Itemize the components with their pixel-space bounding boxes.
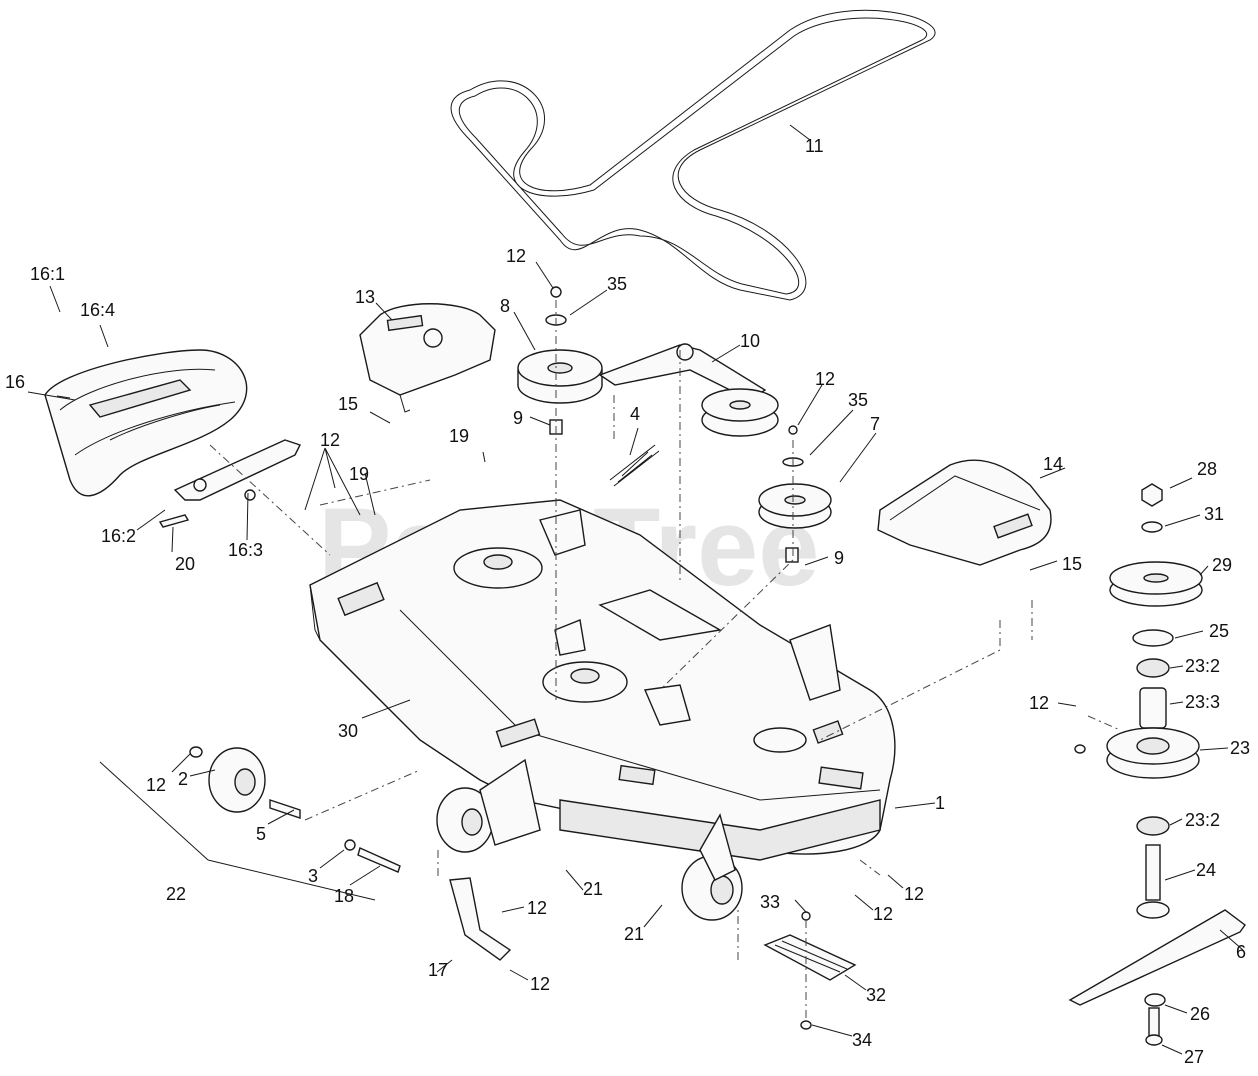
callout-label-32: 32 bbox=[866, 985, 886, 1005]
callout-label-28: 28 bbox=[1197, 459, 1217, 479]
callout-label-8: 8 bbox=[500, 296, 510, 316]
callout-label-16-2: 16:2 bbox=[101, 526, 136, 546]
callout-label-29: 29 bbox=[1212, 555, 1232, 575]
callout-label-35b: 35 bbox=[848, 390, 868, 410]
callout-label-12c: 12 bbox=[320, 430, 340, 450]
callout-label-12e: 12 bbox=[146, 775, 166, 795]
callout-label-2: 2 bbox=[178, 769, 188, 789]
callout-label-19b: 19 bbox=[349, 464, 369, 484]
callout-label-33: 33 bbox=[760, 892, 780, 912]
callout-label-16-1: 16:1 bbox=[30, 264, 65, 284]
cover-mount-bracket bbox=[158, 439, 301, 528]
callout-label-12g: 12 bbox=[873, 904, 893, 924]
callout-label-15a: 15 bbox=[338, 394, 358, 414]
callout-label-16: 16 bbox=[5, 372, 25, 392]
callout-label-15b: 15 bbox=[1062, 554, 1082, 574]
callout-label-7: 7 bbox=[870, 414, 880, 434]
callout-label-12h: 12 bbox=[904, 884, 924, 904]
callout-label-6: 6 bbox=[1236, 942, 1246, 962]
callout-label-35a: 35 bbox=[607, 274, 627, 294]
center-belt-cover bbox=[359, 303, 496, 413]
idler-arm-assembly bbox=[598, 343, 779, 487]
callout-label-10: 10 bbox=[740, 331, 760, 351]
callout-label-3: 3 bbox=[308, 866, 318, 886]
callout-label-30: 30 bbox=[338, 721, 358, 741]
callout-label-12a: 12 bbox=[506, 246, 526, 266]
callout-label-23-2b: 23:2 bbox=[1185, 810, 1220, 830]
callout-label-21a: 21 bbox=[583, 879, 603, 899]
callout-label-31: 31 bbox=[1204, 504, 1224, 524]
callout-label-1: 1 bbox=[935, 793, 945, 813]
spindle-pulley-right bbox=[758, 425, 832, 563]
callout-label-5: 5 bbox=[256, 824, 266, 844]
drive-belt bbox=[450, 9, 936, 301]
callout-label-25: 25 bbox=[1209, 621, 1229, 641]
callout-label-9b: 9 bbox=[834, 548, 844, 568]
foot-pad bbox=[763, 911, 857, 1030]
anti-scalp-roller bbox=[189, 746, 401, 873]
callout-label-13: 13 bbox=[355, 287, 375, 307]
callout-label-23-2a: 23:2 bbox=[1185, 656, 1220, 676]
callout-label-26: 26 bbox=[1190, 1004, 1210, 1024]
callout-label-12d: 12 bbox=[1029, 693, 1049, 713]
spindle-assembly-stack bbox=[1068, 483, 1246, 1046]
callout-label-24: 24 bbox=[1196, 860, 1216, 880]
callout-label-12f: 12 bbox=[527, 898, 547, 918]
callout-label-17: 17 bbox=[428, 960, 448, 980]
callout-label-16-3: 16:3 bbox=[228, 540, 263, 560]
right-belt-cover bbox=[877, 459, 1052, 566]
front-wheel-left bbox=[436, 758, 541, 853]
spindle-pulley-center bbox=[517, 286, 603, 435]
callout-label-4: 4 bbox=[630, 404, 640, 424]
callout-label-27: 27 bbox=[1184, 1047, 1204, 1067]
callout-label-12b: 12 bbox=[815, 369, 835, 389]
assembly-lines bbox=[209, 300, 1121, 1020]
callout-label-14: 14 bbox=[1043, 454, 1063, 474]
callout-label-11: 11 bbox=[805, 136, 824, 156]
leader-lines bbox=[27, 124, 1244, 1055]
callout-label-23: 23 bbox=[1230, 738, 1250, 758]
callout-label-12i: 12 bbox=[530, 974, 550, 994]
callout-label-21b: 21 bbox=[624, 924, 644, 944]
left-belt-cover bbox=[44, 349, 248, 497]
callout-label-9a: 9 bbox=[513, 408, 523, 428]
callout-label-20: 20 bbox=[175, 554, 195, 574]
callout-label-18: 18 bbox=[334, 886, 354, 906]
callout-label-16-4: 16:4 bbox=[80, 300, 115, 320]
callout-label-34: 34 bbox=[852, 1030, 872, 1050]
discharge-deflector bbox=[449, 877, 512, 961]
callout-label-22: 22 bbox=[166, 884, 186, 904]
callout-label-19a: 19 bbox=[449, 426, 469, 446]
front-wheel-right bbox=[681, 813, 743, 921]
callout-label-23-3: 23:3 bbox=[1185, 692, 1220, 712]
